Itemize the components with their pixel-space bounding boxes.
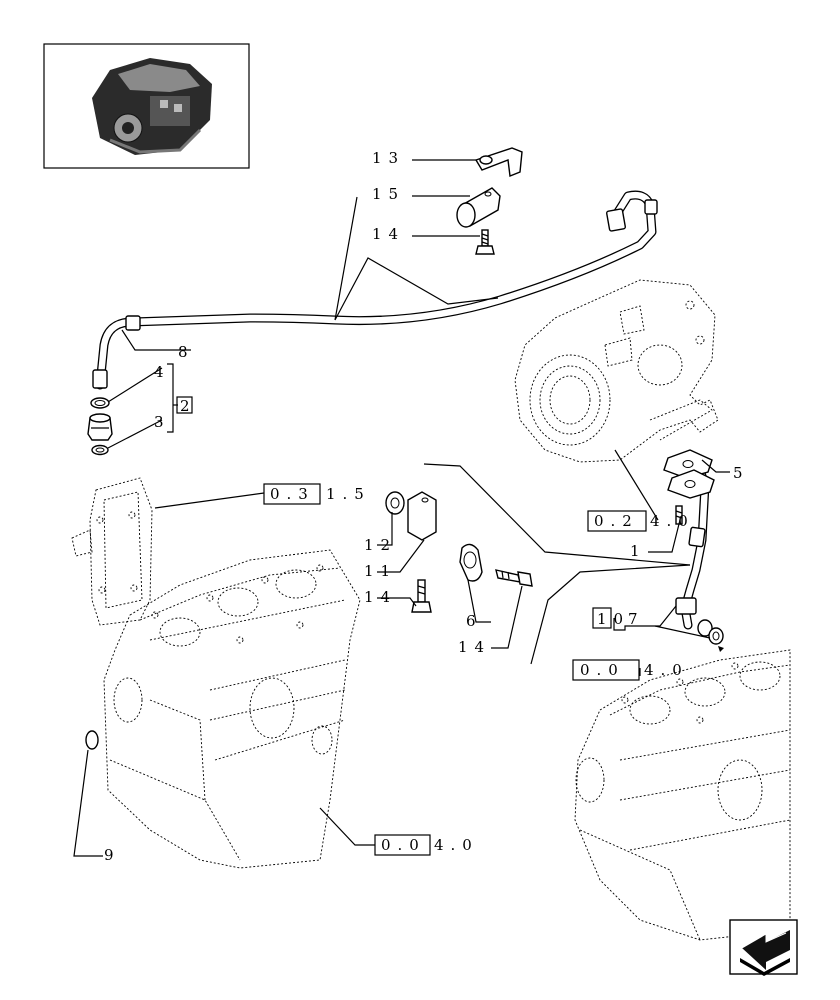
engine-block-right	[574, 649, 791, 941]
leader-lines	[73, 159, 730, 857]
next-page-arrow-icon[interactable]	[729, 919, 798, 976]
callout-14-top: 14	[372, 225, 405, 243]
arrow-marker	[718, 646, 724, 652]
callout-4: 4	[154, 363, 171, 381]
seal-washer-4	[90, 397, 110, 409]
callout-14-lower: 14	[458, 638, 491, 656]
svg-text:0.3: 0.3	[270, 485, 315, 503]
svg-text:0.0: 0.0	[381, 836, 426, 854]
callout-11: 11	[364, 562, 397, 580]
svg-text:4.0: 4.0	[644, 661, 689, 679]
callout-3: 3	[154, 413, 171, 431]
ref-turbocharger[interactable]: 0.2 4.0	[587, 510, 695, 532]
flange-upper	[667, 469, 715, 499]
callout-10: 10	[597, 610, 630, 628]
svg-text:4.0: 4.0	[650, 512, 695, 530]
o-ring-9	[85, 730, 99, 750]
callout-14-middle: 14	[364, 588, 397, 606]
turbocharger	[514, 279, 719, 463]
callout-8: 8	[178, 343, 195, 361]
engine-block-left	[103, 549, 361, 869]
callout-9: 9	[104, 846, 121, 864]
bolt-14-middle	[411, 579, 432, 613]
engine-thumbnail-icon[interactable]	[43, 43, 250, 169]
seal-washer-3	[91, 444, 109, 456]
ref-engine-block-right[interactable]: 0.0 4.0	[572, 659, 689, 681]
clamp-6	[459, 543, 483, 582]
front-cover-plate	[71, 477, 153, 626]
callout-7: 7	[628, 610, 645, 628]
adapter-fitting	[87, 413, 113, 441]
oil-feed-pipe	[92, 190, 658, 390]
svg-text:4.0: 4.0	[434, 836, 479, 854]
ref-engine-block-left[interactable]: 0.0 4.0	[374, 834, 479, 856]
callout-2: 2	[180, 397, 197, 415]
bolt-14-top	[475, 229, 495, 255]
svg-text:0.0: 0.0	[580, 661, 625, 679]
o-ring-7	[697, 619, 724, 645]
callout-13: 13	[372, 149, 405, 167]
bracket-13	[474, 147, 523, 177]
bolt-14-side	[495, 569, 533, 587]
spacer-12	[385, 491, 405, 515]
pipe-clamp-15	[456, 187, 501, 228]
bracket-11	[407, 491, 437, 541]
svg-text:0.2: 0.2	[594, 512, 639, 530]
callout-12: 12	[364, 536, 397, 554]
callout-5: 5	[733, 464, 750, 482]
callout-6: 6	[466, 612, 483, 630]
svg-text:1.5: 1.5	[326, 485, 371, 503]
ref-front-cover[interactable]: 0.3 1.5	[263, 483, 371, 505]
gasket-5	[663, 449, 713, 479]
callout-1: 1	[630, 542, 647, 560]
callout-15: 15	[372, 185, 405, 203]
